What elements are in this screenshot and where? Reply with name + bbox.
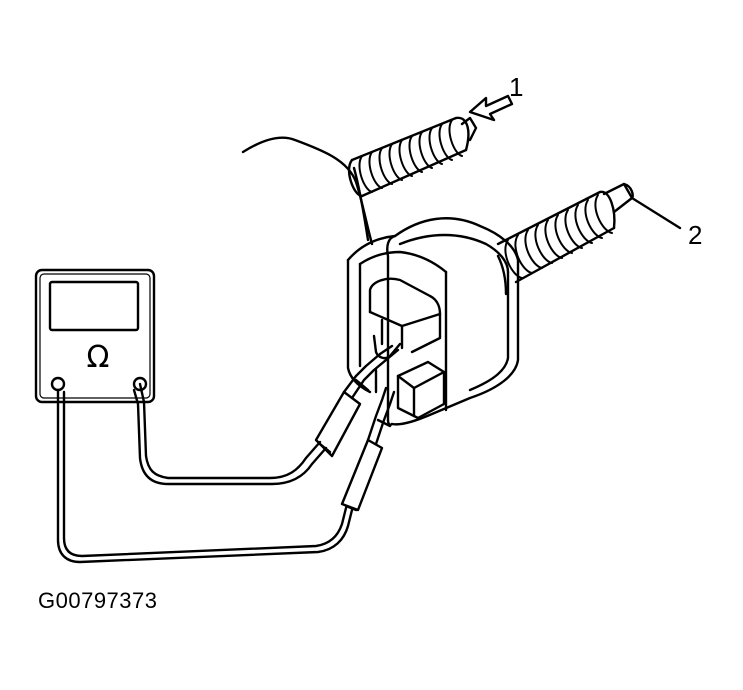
callout-1-label: 1 xyxy=(509,72,524,102)
switch-terminal-upper xyxy=(370,279,440,358)
upper-spring xyxy=(349,118,476,196)
switch-housing xyxy=(348,218,518,425)
switch-terminal-lower xyxy=(376,362,444,418)
ohm-symbol: Ω xyxy=(86,340,110,375)
test-lead-lower xyxy=(58,388,394,562)
test-lead-upper xyxy=(134,346,398,484)
callout-2-label: 2 xyxy=(688,220,703,250)
plunger-spring xyxy=(498,184,680,282)
ohmmeter xyxy=(36,270,154,402)
figure-id-label: G00797373 xyxy=(38,588,158,613)
pedal-bracket xyxy=(243,138,372,244)
callout-1-arrow xyxy=(470,96,512,120)
